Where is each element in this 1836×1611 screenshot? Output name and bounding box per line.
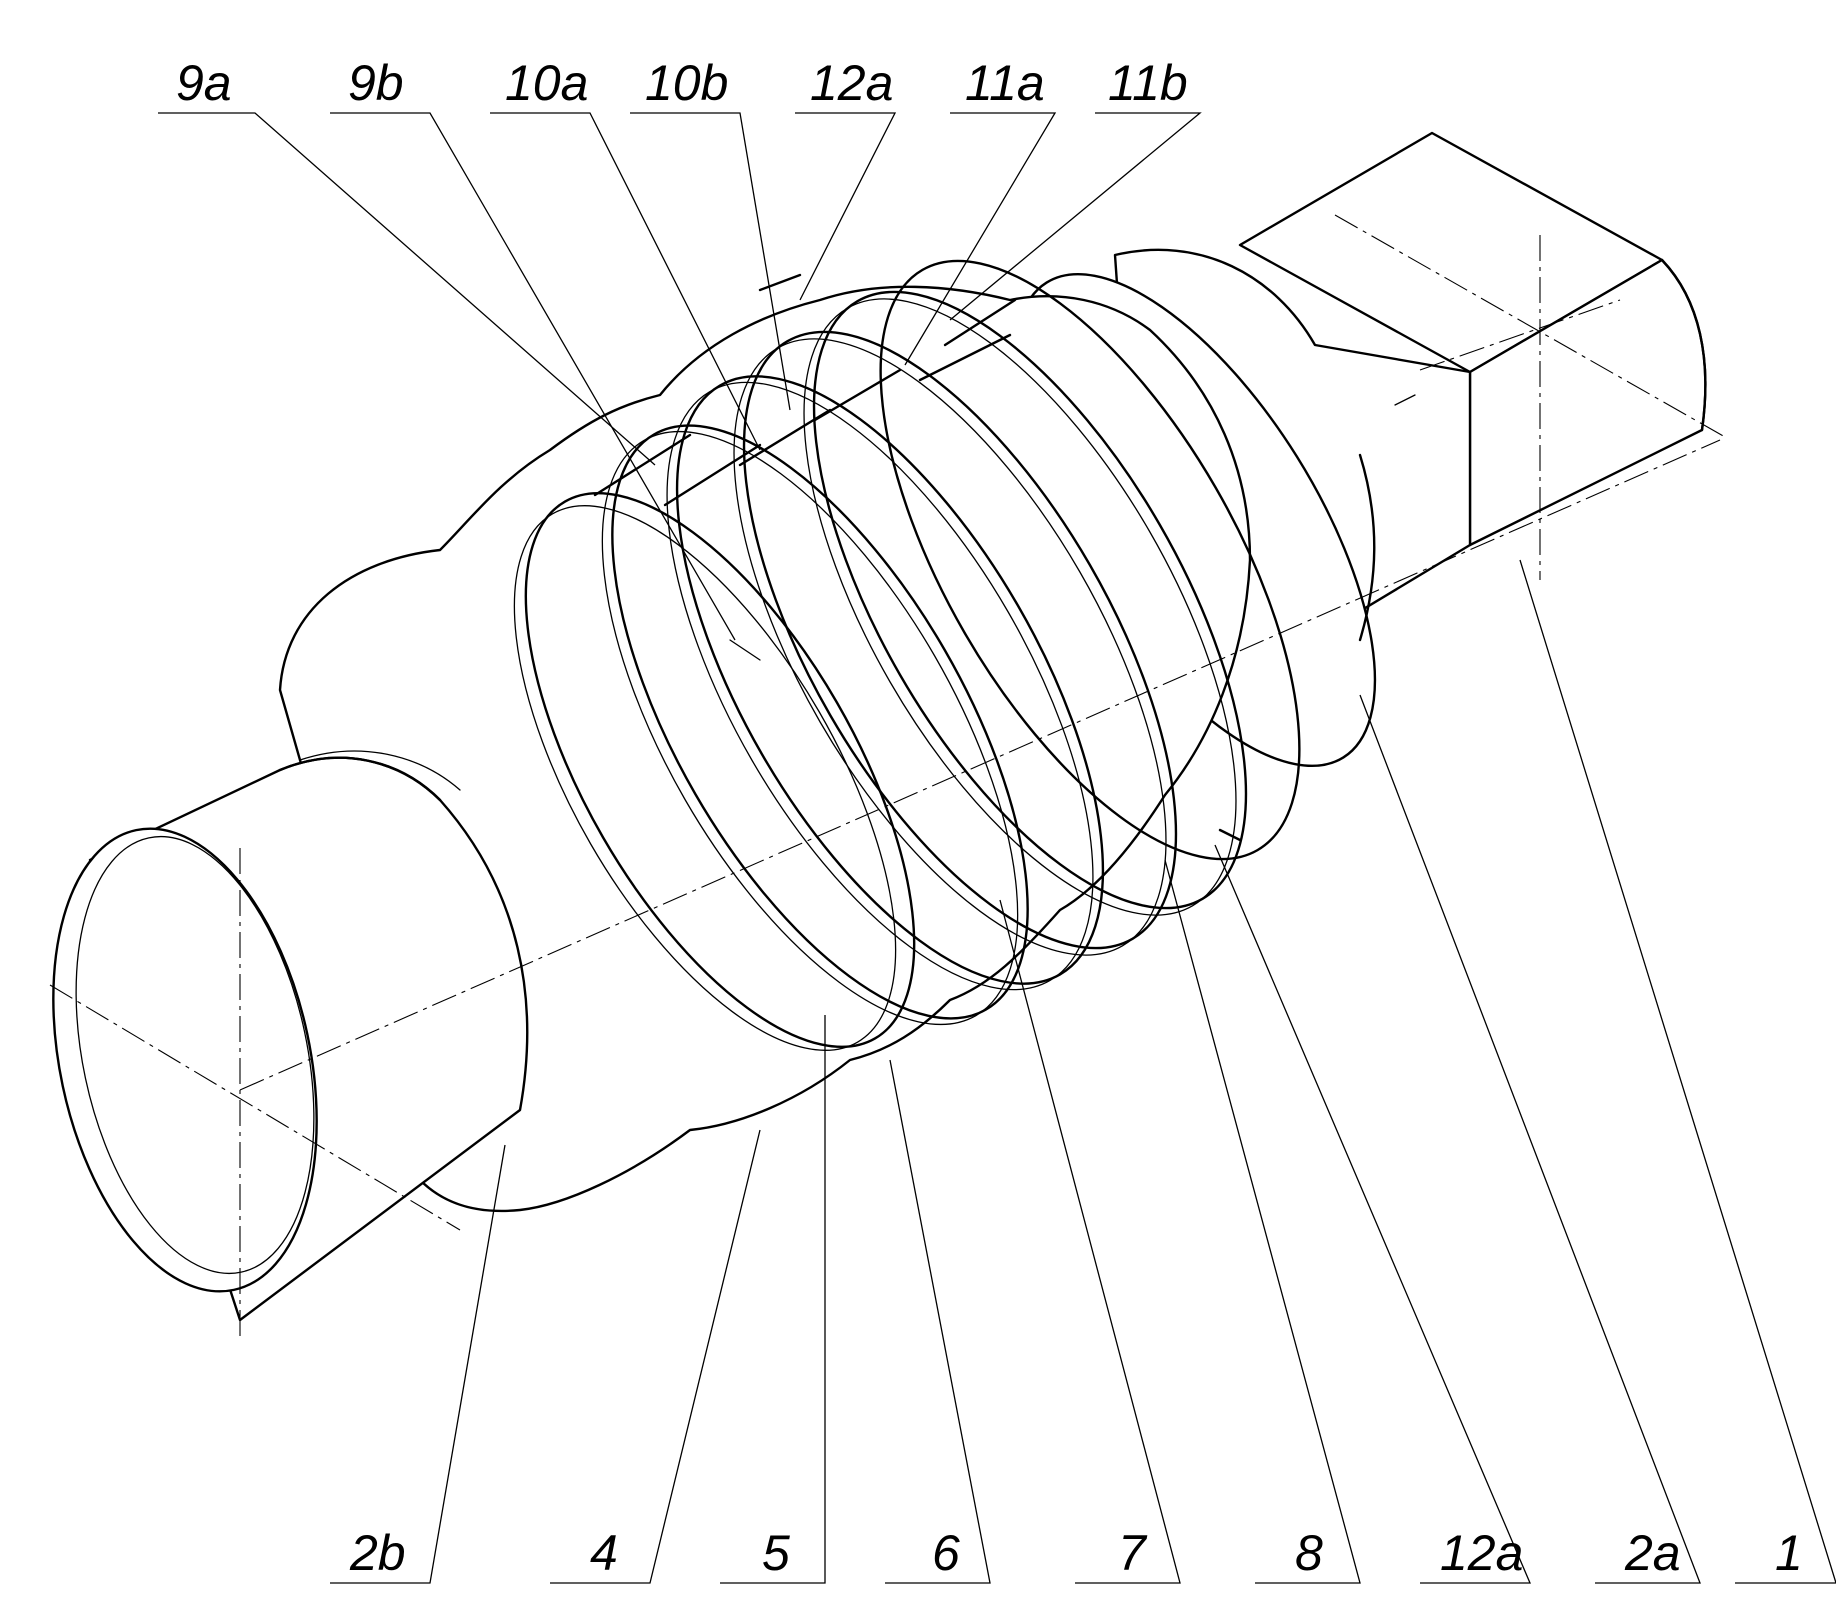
callout-6: 6 <box>932 1525 960 1581</box>
leader-lines <box>158 112 1836 1584</box>
callout-7: 7 <box>1118 1525 1148 1581</box>
callout-4: 4 <box>590 1525 618 1581</box>
callout-10a: 10a <box>505 55 588 111</box>
callout-11b: 11b <box>1108 55 1188 111</box>
callout-10b: 10b <box>645 55 728 111</box>
callout-5: 5 <box>762 1525 790 1581</box>
callout-1: 1 <box>1775 1525 1803 1581</box>
shaft-end-1 <box>1238 131 1707 547</box>
center-axes <box>49 214 1726 1340</box>
callout-8: 8 <box>1295 1525 1323 1581</box>
shaft-end-2b <box>52 750 529 1322</box>
callout-12a-bottom: 12a <box>1440 1525 1523 1581</box>
callouts-top: 9a 9b 10a 10b 12a 11a 11b <box>176 55 1188 111</box>
callout-11a: 11a <box>965 55 1045 111</box>
callout-2b: 2b <box>349 1525 406 1581</box>
callout-2a: 2a <box>1624 1525 1681 1581</box>
callouts-bottom: 2b 4 5 6 7 8 12a 2a 1 <box>349 1525 1803 1581</box>
callout-9b: 9b <box>348 55 404 111</box>
callout-12a-top: 12a <box>810 55 893 111</box>
callout-9a: 9a <box>176 55 232 111</box>
